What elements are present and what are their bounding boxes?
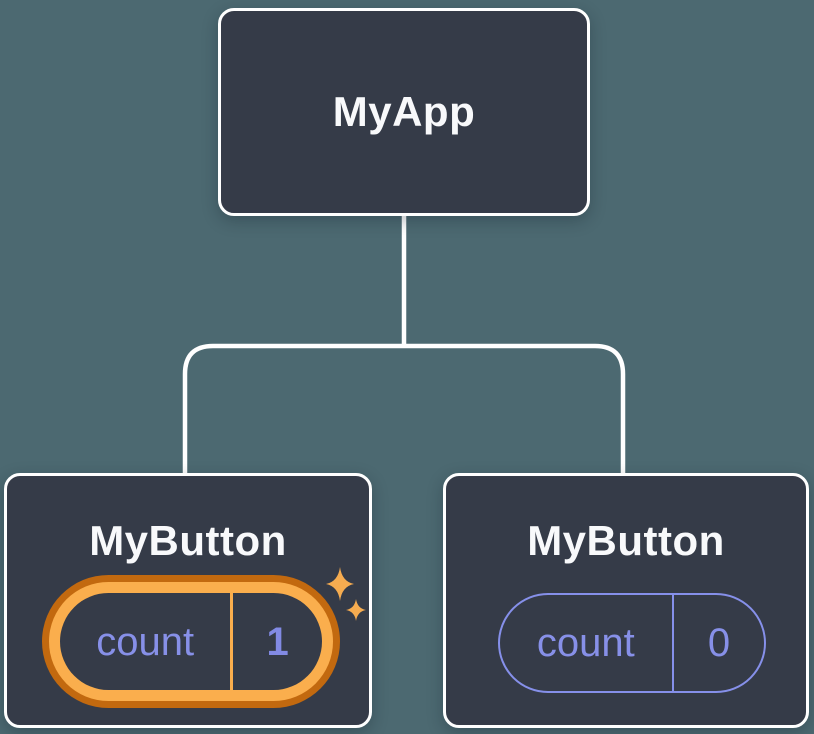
node-root-myapp: MyApp xyxy=(218,8,590,216)
state-name-label: count xyxy=(96,619,195,664)
state-highlight-ring: count 1 xyxy=(42,575,340,708)
connector-branch xyxy=(182,343,626,475)
node-root-title: MyApp xyxy=(332,88,476,135)
state-pill-right: count 0 xyxy=(498,593,766,693)
node-mybutton-right: MyButton count 0 xyxy=(443,473,809,728)
node-left-title: MyButton xyxy=(89,517,287,564)
state-name-label: count xyxy=(536,621,635,665)
pill-divider xyxy=(230,593,234,690)
state-value: 1 xyxy=(266,619,289,664)
sparkle-icon-small xyxy=(346,599,366,621)
node-mybutton-left: MyButton count 1 xyxy=(4,473,372,728)
state-highlight-ring-inner: count 1 xyxy=(49,582,333,701)
state-value: 0 xyxy=(707,621,731,665)
pill-divider xyxy=(671,595,675,691)
node-right-title: MyButton xyxy=(527,517,725,564)
state-pill-left: count 1 xyxy=(60,593,322,690)
sparkle-icon-large xyxy=(326,567,354,601)
